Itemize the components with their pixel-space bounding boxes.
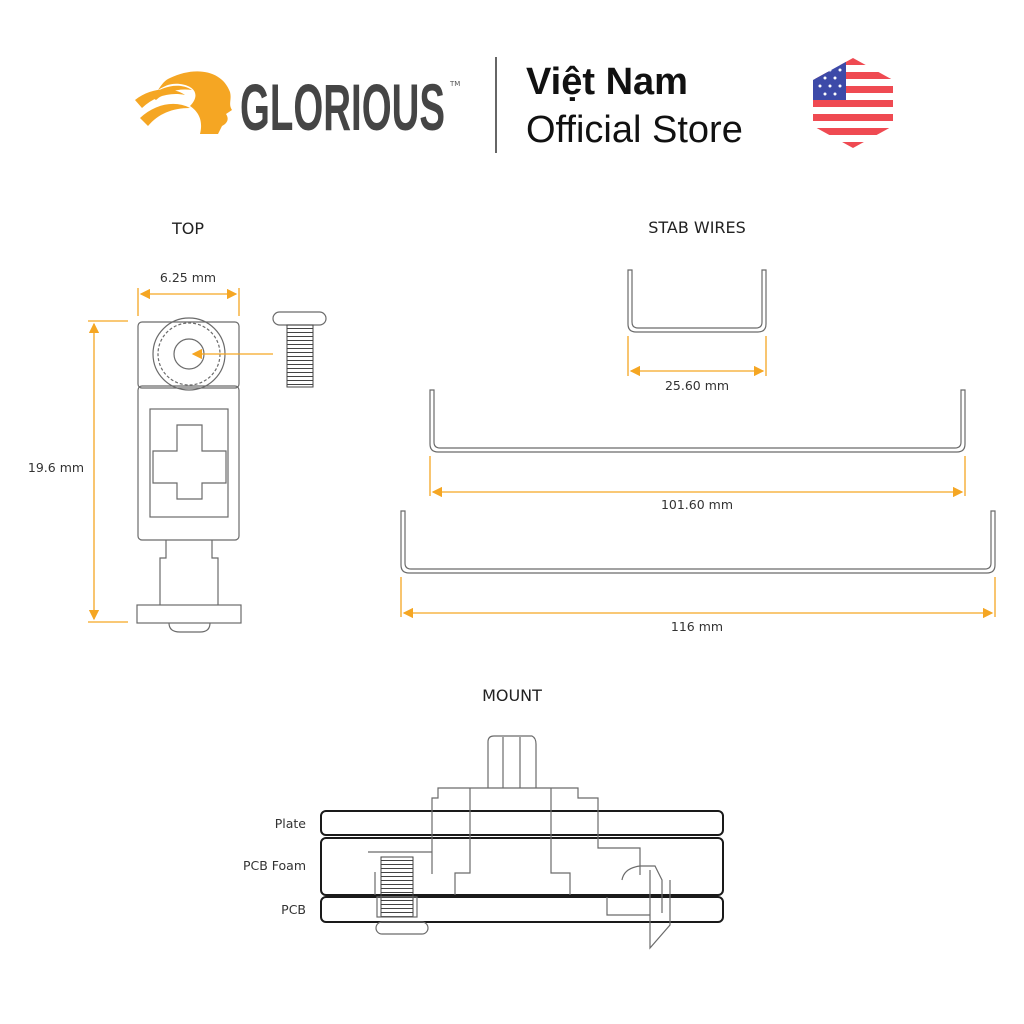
wire-3-length: 116 mm [671,619,723,634]
stab-wire-1 [627,269,767,377]
mount-title: MOUNT [482,686,542,705]
trademark: TM [449,80,460,88]
width-dimension-label: 6.25 mm [160,270,216,285]
wire-2-length: 101.60 mm [661,497,733,512]
glorious-logo: GLORIOUS TM [135,70,460,144]
plate-layer [320,810,724,836]
stab-wire-3 [400,510,996,619]
height-dimension-label: 19.6 mm [28,460,84,475]
stab-wires-title: STAB WIRES [648,218,746,237]
stab-wire-2 [429,389,966,498]
store-line-2: Official Store [526,109,743,151]
us-flag-icon [813,58,893,148]
brand-name: GLORIOUS [240,70,445,144]
mount-drawing [320,735,724,950]
top-view-drawing [88,288,327,633]
pcb-foam-layer [320,837,724,896]
pcb-label: PCB [281,902,306,917]
pcb-layer [320,896,724,923]
wire-1-length: 25.60 mm [665,378,729,393]
screw-icon [272,311,327,388]
plate-label: Plate [275,816,307,831]
pcb-foam-label: PCB Foam [243,858,306,873]
top-view-title: TOP [171,219,204,238]
flame-head-icon [135,71,232,134]
store-line-1: Việt Nam [526,61,688,103]
